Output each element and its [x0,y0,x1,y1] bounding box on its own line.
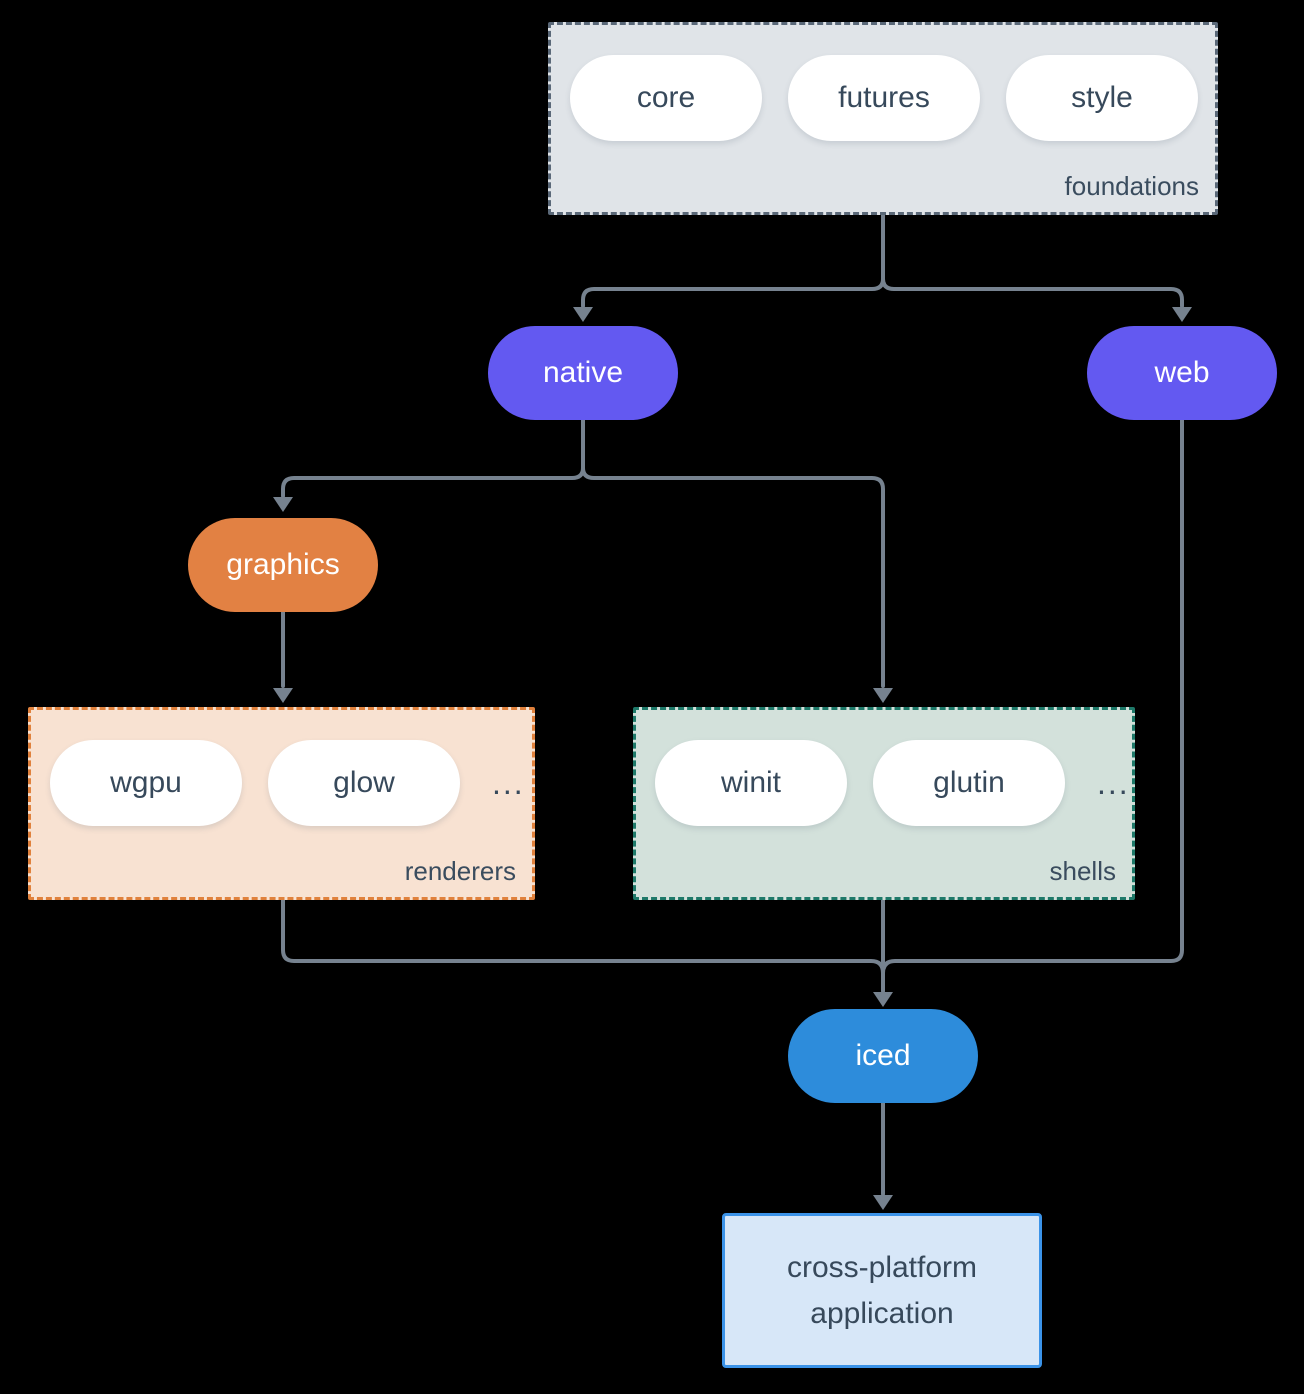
foundations-label: foundations [1064,171,1199,201]
renderers-ellipsis: ... [492,764,525,801]
node-native: native [488,326,678,420]
group-shells: winit glutin ... shells [633,707,1135,900]
arrowhead-graphics [273,497,293,512]
node-glow: glow [268,740,460,826]
arrowhead-iced [873,992,893,1007]
edge-foundations-web [881,277,1184,308]
node-winit: winit [655,740,847,826]
shells-pill-row: winit glutin ... [655,740,1130,826]
node-wgpu: wgpu [50,740,242,826]
node-graphics: graphics [188,518,378,612]
node-style: style [1006,55,1198,141]
node-web: web [1087,326,1277,420]
edge-native-graphics [281,466,585,498]
renderers-label: renderers [404,856,516,886]
node-futures: futures [788,55,980,141]
node-iced: iced [788,1009,978,1103]
node-glutin: glutin [873,740,1065,826]
shells-ellipsis: ... [1097,764,1130,801]
edge-native-shells [581,466,885,688]
foundations-pill-row: core futures style [570,55,1198,141]
arrowhead-application [873,1195,893,1210]
edge-renderers-iced [281,898,885,975]
application-line-1: cross-platform [786,1250,978,1284]
renderers-pill-row: wgpu glow ... [50,740,525,826]
arrowhead-native [573,307,593,322]
node-core: core [570,55,762,141]
group-renderers: wgpu glow ... renderers [28,707,535,900]
shells-label: shells [1049,856,1116,886]
application-line-2: application [810,1296,954,1330]
edge-foundations-native [581,277,885,308]
group-foundations: core futures style foundations [548,22,1218,215]
arrowhead-web [1172,307,1192,322]
node-cross-platform-application: cross-platform application [722,1213,1042,1368]
arrowhead-shells [873,688,893,703]
arrowhead-renderers [273,688,293,703]
